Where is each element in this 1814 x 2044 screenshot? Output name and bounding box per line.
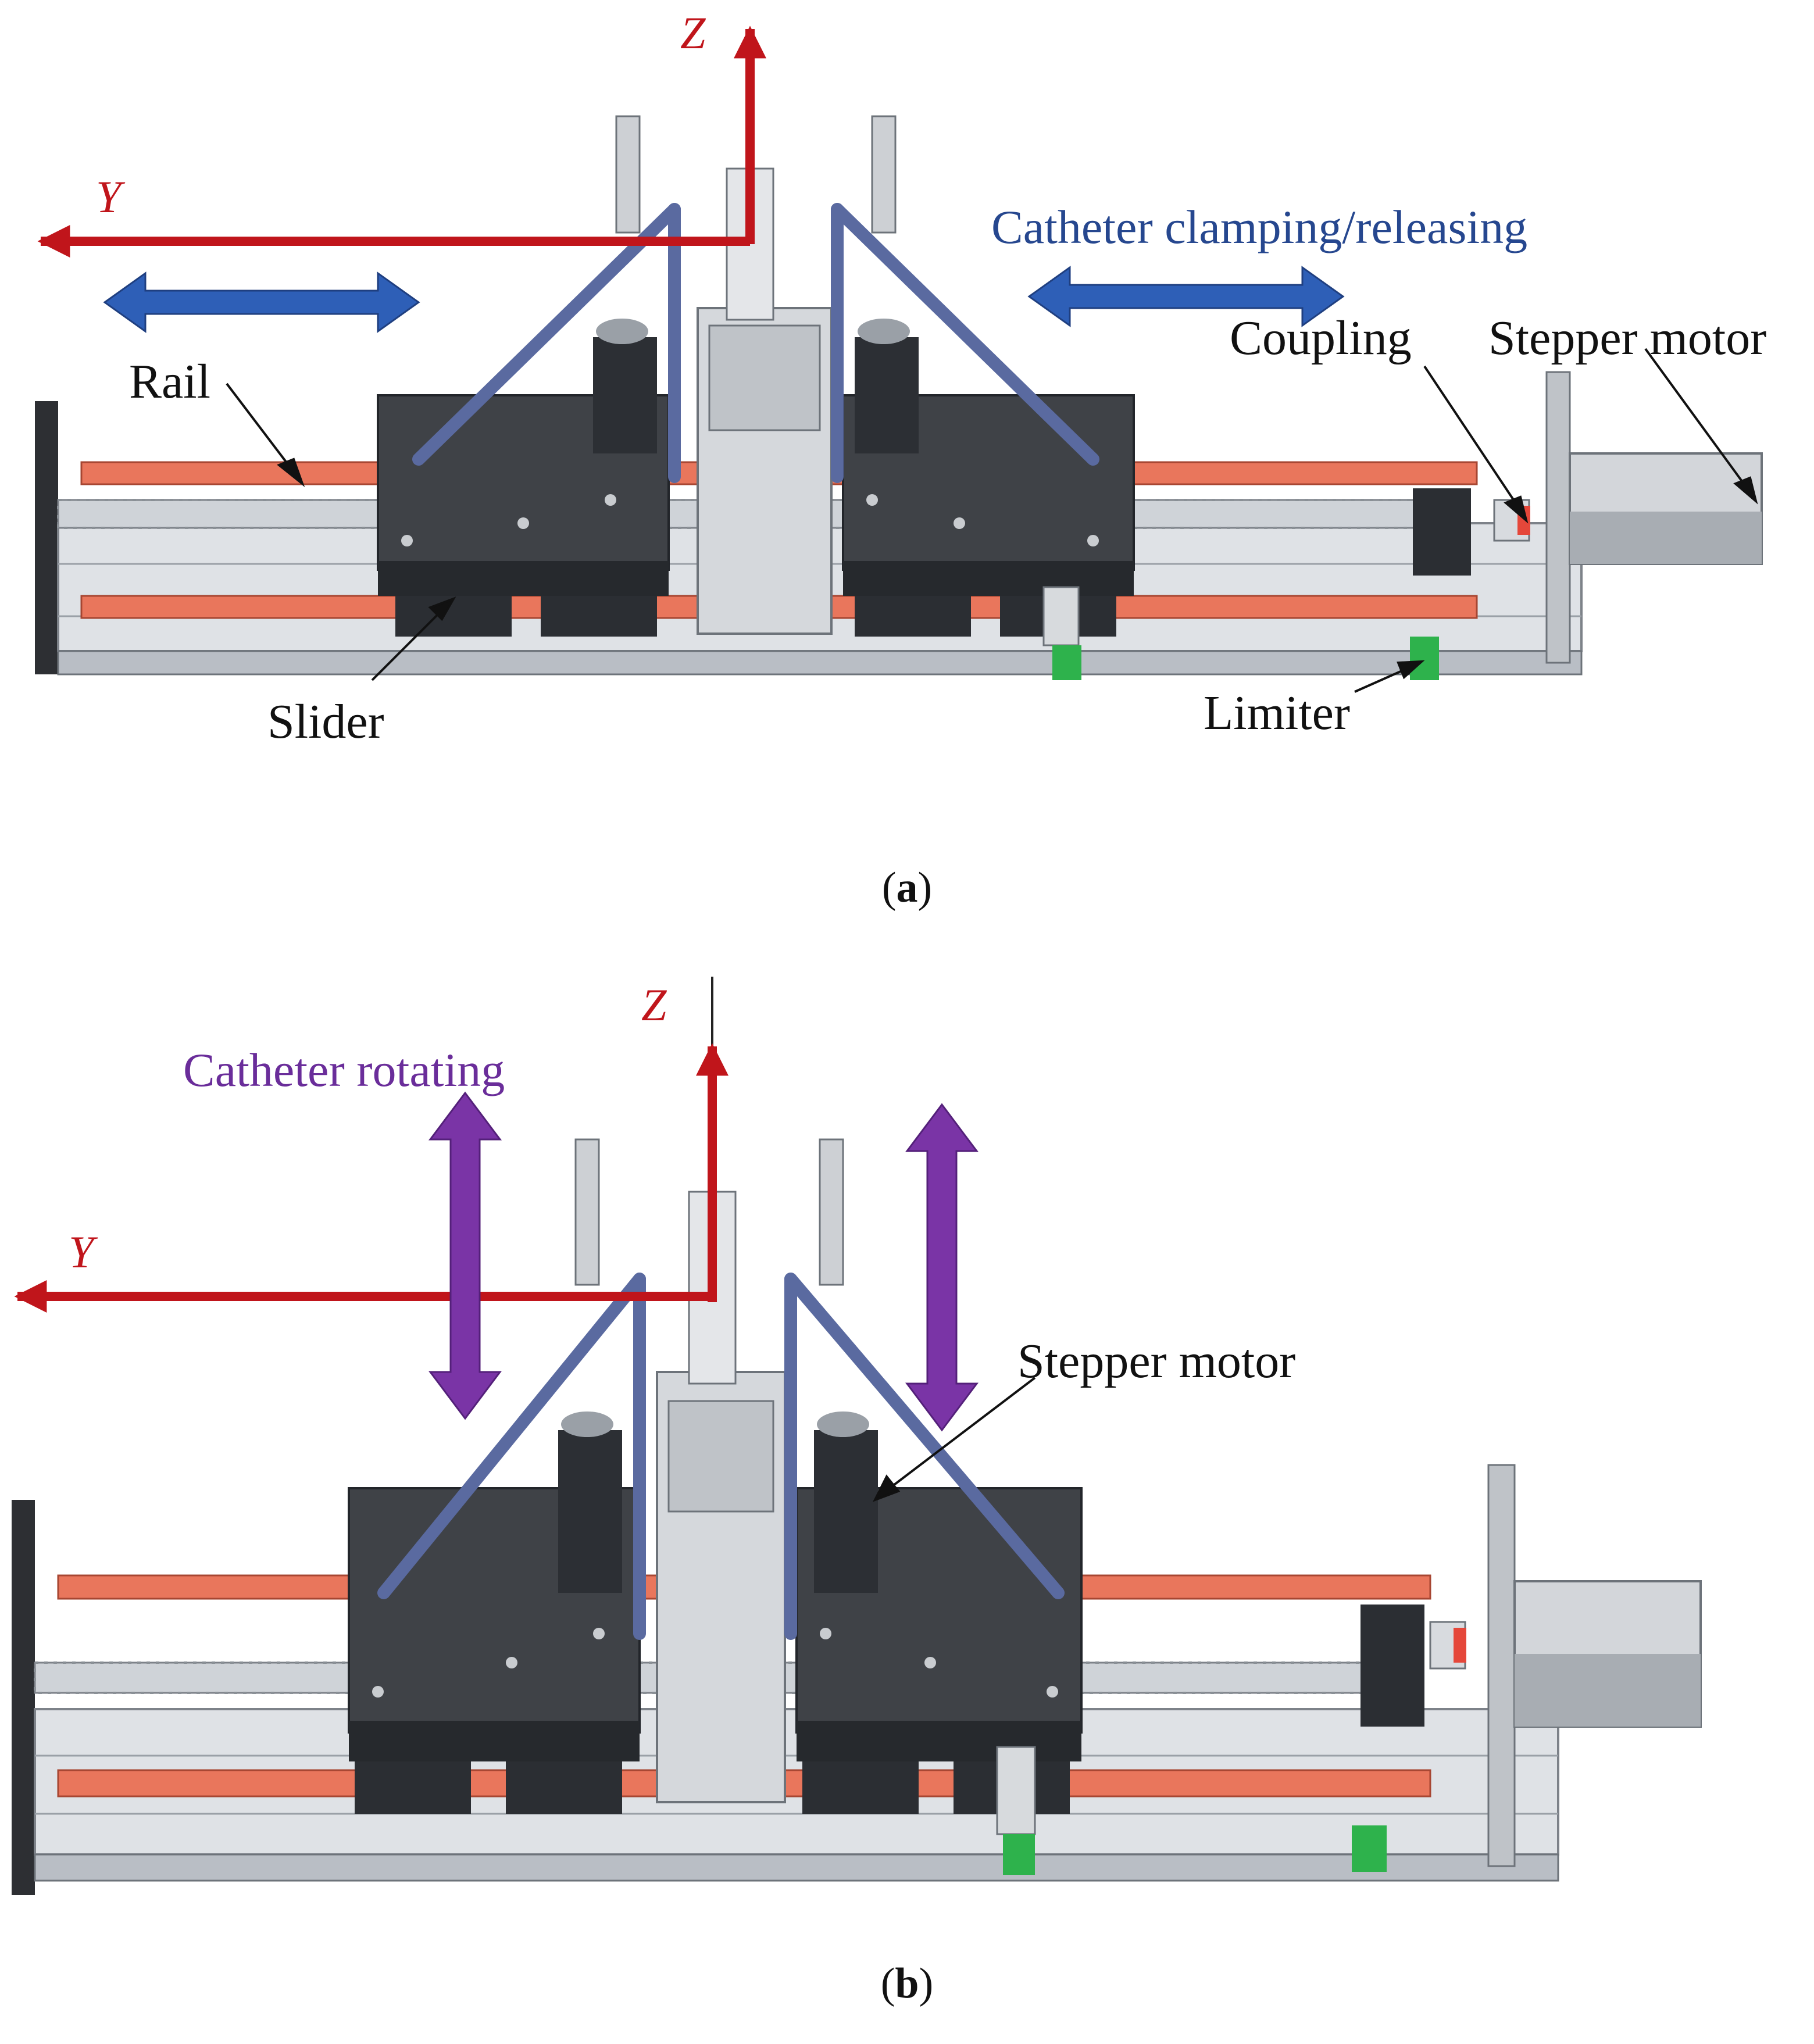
leader-lines-b <box>872 1377 1036 1502</box>
rail-label: Rail <box>129 355 210 409</box>
stepper-motor-label-a: Stepper motor <box>1488 311 1767 365</box>
mechanism-drawing-b <box>12 977 1702 1895</box>
frame-posts-b <box>574 1138 844 1286</box>
limiters-b <box>996 1746 1387 1875</box>
panel-a: Z Y Catheter clamping/releasing Rail Cou… <box>0 0 1814 965</box>
z-axis-label-b: Z <box>641 980 667 1030</box>
triangular-frames <box>412 203 1099 483</box>
limiters <box>1042 586 1439 680</box>
leader-lines-a <box>226 348 1758 693</box>
clamping-arrows <box>103 266 1345 333</box>
slider-label: Slider <box>267 695 384 749</box>
triangular-frames-b <box>377 1273 1065 1640</box>
y-axis-label-a: Y <box>96 171 122 222</box>
coupling-label: Coupling <box>1230 311 1412 365</box>
mechanism-drawing-a <box>35 26 1763 693</box>
panel-b: Z Y Catheter rotating Stepper motor (b) <box>0 965 1814 2044</box>
caption-a: (a) <box>881 864 933 912</box>
z-axis-label-a: Z <box>680 8 706 58</box>
frame-posts <box>615 115 897 234</box>
stepper-motor-label-b: Stepper motor <box>1017 1334 1296 1388</box>
rotate-motors <box>558 1411 878 1593</box>
right-carriage-b <box>795 1487 1083 1814</box>
limiter-label: Limiter <box>1204 686 1350 740</box>
end-stepper-motor-b <box>1360 1464 1702 1867</box>
rotating-label: Catheter rotating <box>183 1044 505 1096</box>
center-column <box>697 167 833 635</box>
clamping-label: Catheter clamping/releasing <box>991 201 1528 253</box>
y-axis-label-b: Y <box>69 1227 94 1277</box>
clamp-motors <box>593 319 919 453</box>
rotating-arrows <box>428 1091 979 1432</box>
center-column-b <box>656 1191 786 1803</box>
caption-b: (b) <box>880 1960 934 2007</box>
